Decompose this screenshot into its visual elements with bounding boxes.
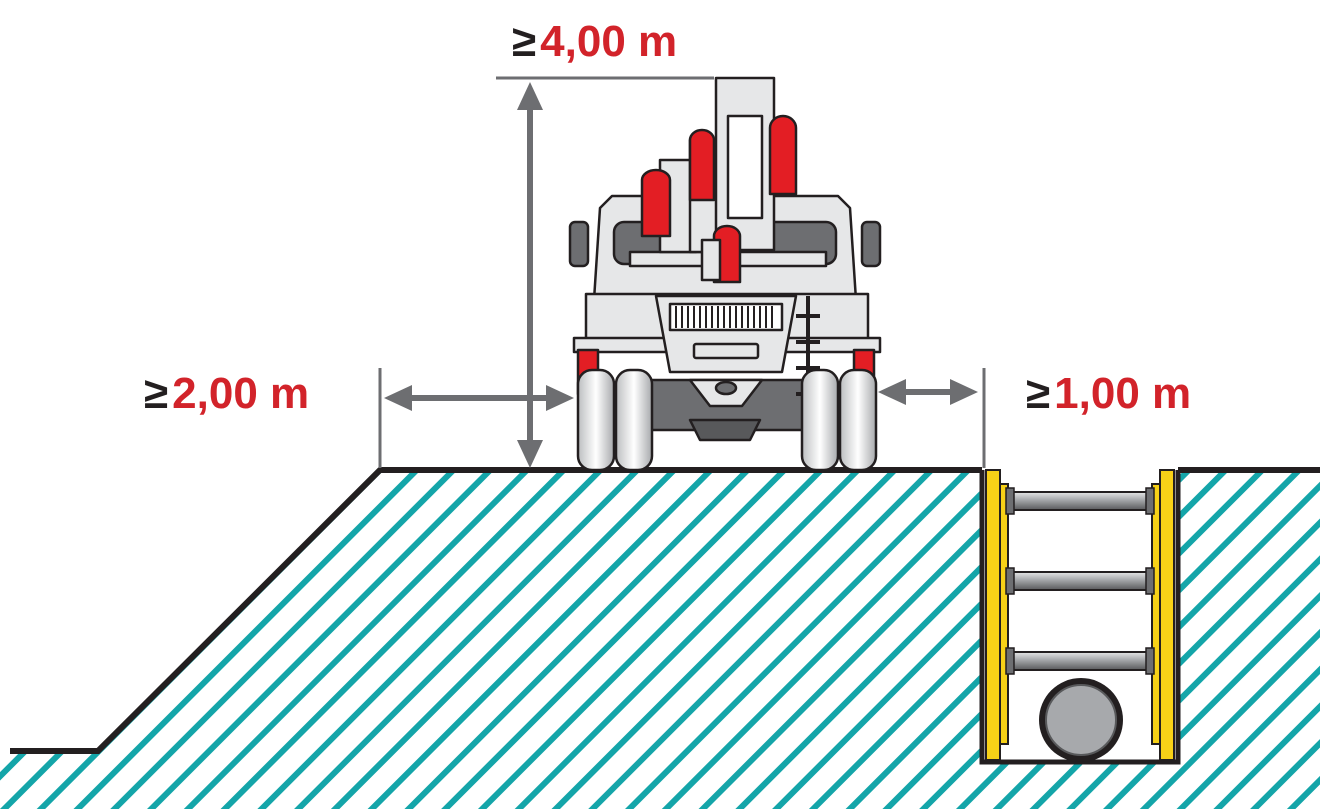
trench-distance-value: 1,00 m <box>1054 369 1192 418</box>
slope-distance-value: 2,00 m <box>172 369 310 418</box>
height-arrow-bottom <box>517 440 543 468</box>
grille-slats <box>675 306 773 328</box>
mirror-left <box>568 220 590 268</box>
pipe <box>1039 678 1123 762</box>
height-arrow-top <box>517 82 543 110</box>
ground-surface-line <box>10 467 982 754</box>
cylinder-bracket <box>700 238 722 282</box>
slope-distance-label: ≥2,00 m <box>144 372 309 416</box>
hitch-ball <box>714 380 738 396</box>
dimension-lines <box>378 76 986 468</box>
shoring-plate-left <box>985 469 1001 761</box>
height-clearance-symbol: ≥ <box>512 17 537 66</box>
truck-crane <box>568 76 882 472</box>
cylinder-3 <box>768 114 798 196</box>
wheel-left-inner <box>614 368 654 472</box>
soil-left <box>0 470 1320 809</box>
mirror-right <box>860 220 882 268</box>
shoring-rail-left <box>999 483 1009 745</box>
slope-distance-symbol: ≥ <box>144 369 169 418</box>
boom-inner <box>726 114 764 220</box>
cylinder-2 <box>688 128 716 202</box>
plate-slot <box>692 342 760 360</box>
trench-arrow-left <box>878 379 906 405</box>
slope-arrow-right <box>546 385 574 411</box>
shoring-plate-right <box>1159 469 1175 761</box>
trench-distance-label: ≥1,00 m <box>1026 372 1191 416</box>
trench <box>979 469 1181 765</box>
height-clearance-label: ≥4,00 m <box>512 20 677 64</box>
trench-outline <box>979 470 1181 765</box>
differential <box>688 418 762 442</box>
slope-arrow-left <box>384 385 412 411</box>
ground <box>0 467 1320 809</box>
cylinder-1 <box>640 168 672 238</box>
trench-distance-symbol: ≥ <box>1026 369 1051 418</box>
strut-2 <box>1005 567 1155 595</box>
wheel-right-inner <box>800 368 840 472</box>
wheel-left-outer <box>576 368 616 472</box>
strut-1 <box>1005 487 1155 515</box>
trench-arrow-right <box>950 379 978 405</box>
wheel-right-outer <box>838 368 878 472</box>
strut-3 <box>1005 647 1155 675</box>
shoring-rail-right <box>1151 483 1161 745</box>
height-clearance-value: 4,00 m <box>540 17 678 66</box>
